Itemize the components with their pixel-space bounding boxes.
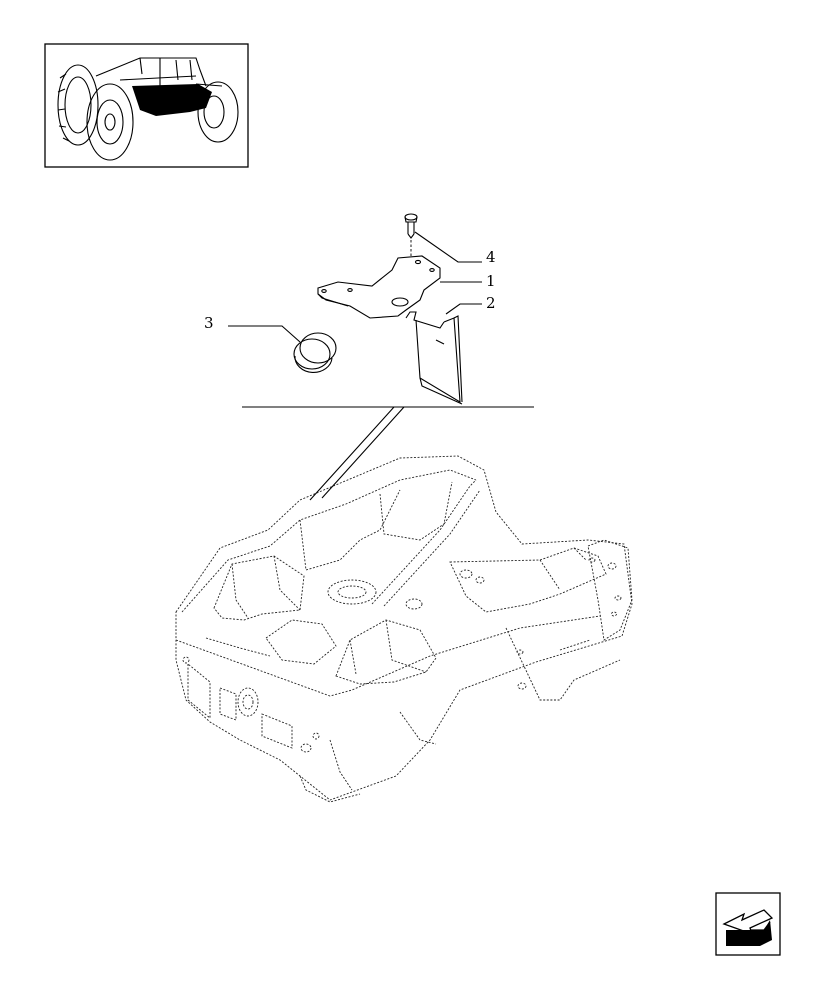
callout-1: 1: [486, 272, 496, 290]
rear-wheel-icon: [57, 64, 99, 146]
front-wheel-right-icon: [197, 81, 239, 143]
part-3-cap: [293, 332, 337, 373]
part-4-bolt: [404, 213, 418, 258]
callout-4: 4: [486, 248, 496, 266]
front-axle-support-housing: [175, 455, 633, 803]
part-2-bracket: [405, 311, 463, 405]
front-wheel-icon: [86, 83, 134, 161]
tractor-locator-thumbnail: [44, 43, 249, 168]
location-pointer: [242, 406, 534, 501]
front-support-highlight: [132, 84, 212, 116]
callout-leaders: [228, 231, 482, 343]
part-1-plate: [317, 255, 441, 319]
callout-2: 2: [486, 294, 496, 312]
callout-3: 3: [204, 314, 214, 332]
arrow-next-page-icon[interactable]: [715, 892, 781, 956]
